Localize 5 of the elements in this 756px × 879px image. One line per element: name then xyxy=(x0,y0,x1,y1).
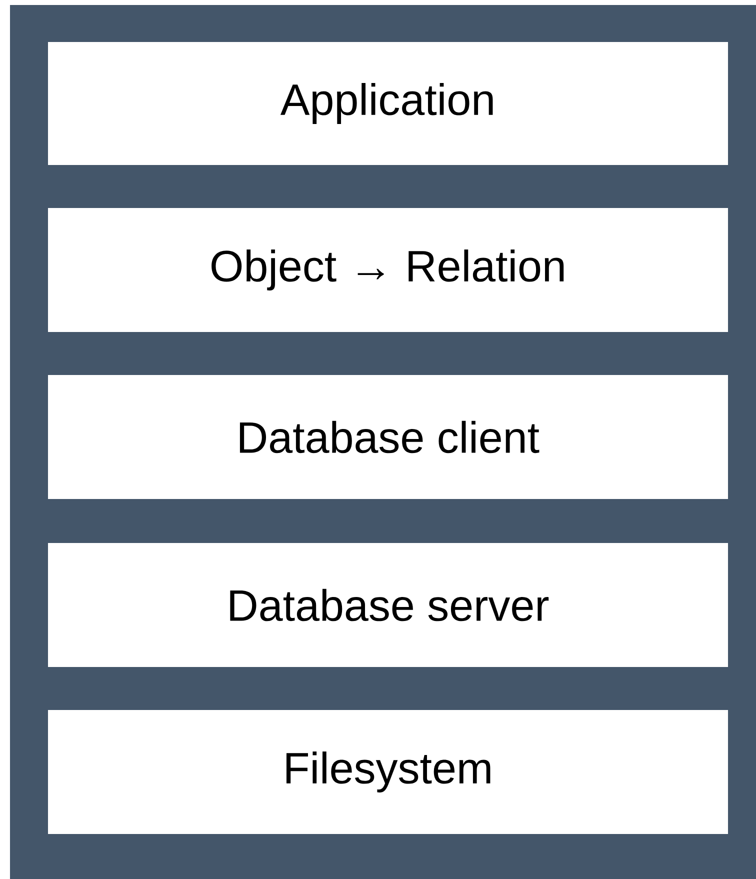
layer-box: Application xyxy=(48,42,728,165)
layer-box: Object → Relation xyxy=(48,208,728,332)
layer-box: Database client xyxy=(48,375,728,499)
layer-box: Filesystem xyxy=(48,710,728,834)
layer-box: Database server xyxy=(48,543,728,667)
